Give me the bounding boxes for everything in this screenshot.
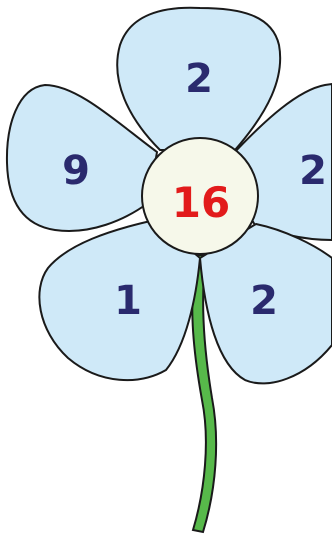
petal-bottom-right-number: 2 bbox=[250, 278, 278, 324]
flower-center-number: 16 bbox=[172, 178, 230, 227]
petal-bottom-left-number: 1 bbox=[114, 278, 142, 324]
petal-right-number: 2 bbox=[299, 148, 327, 194]
petal-left-number: 9 bbox=[62, 148, 90, 194]
petal-top-number: 2 bbox=[185, 56, 213, 102]
